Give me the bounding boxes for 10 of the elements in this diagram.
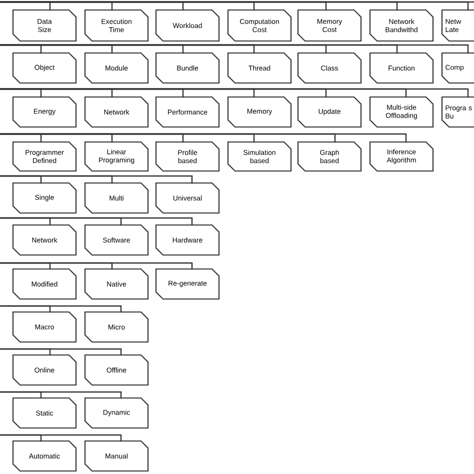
connector-line [0, 133, 407, 143]
connector-line [0, 391, 122, 399]
connector-line [0, 44, 469, 54]
connector-line [0, 262, 193, 270]
connector-line [0, 434, 122, 442]
connector-line [0, 348, 122, 356]
connector-line [0, 175, 193, 184]
connector-line [0, 217, 193, 226]
connector-line [0, 1, 469, 11]
connector-line [0, 305, 122, 313]
